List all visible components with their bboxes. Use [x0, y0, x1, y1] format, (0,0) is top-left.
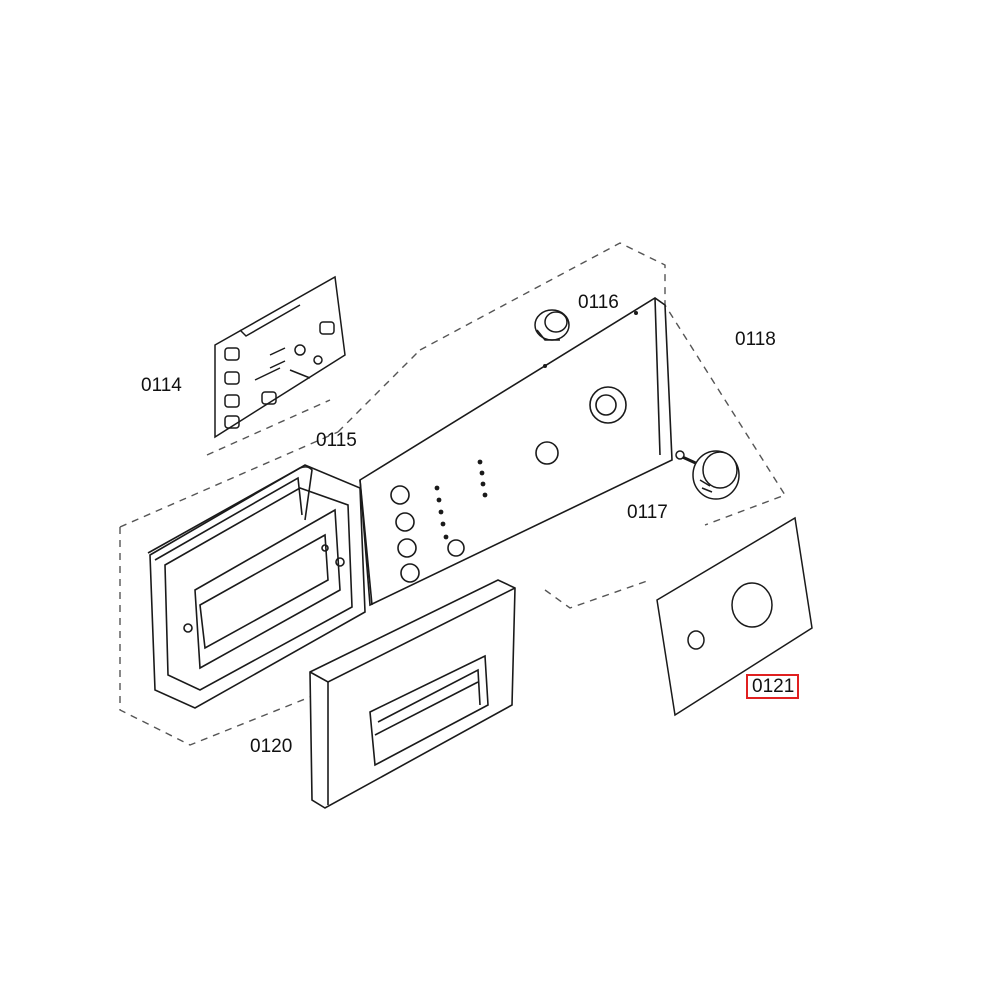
label-0118: 0118 [735, 329, 776, 350]
label-0120: 0120 [250, 736, 293, 757]
part-0115-fascia [147, 297, 673, 709]
label-0121-highlighted[interactable]: 0121 [746, 674, 800, 699]
label-0115: 0115 [316, 430, 357, 451]
part-0121-film-overlay [656, 516, 813, 717]
label-0116: 0116 [578, 292, 619, 313]
part-0117-selector-knob [675, 450, 740, 500]
part-0114-circuit-board [214, 275, 346, 439]
label-0117: 0117 [627, 502, 668, 523]
label-0114: 0114 [141, 375, 182, 396]
assembly-outline [119, 242, 787, 746]
part-0116-push-button [534, 309, 570, 341]
part-0120-drawer-front [309, 579, 516, 809]
